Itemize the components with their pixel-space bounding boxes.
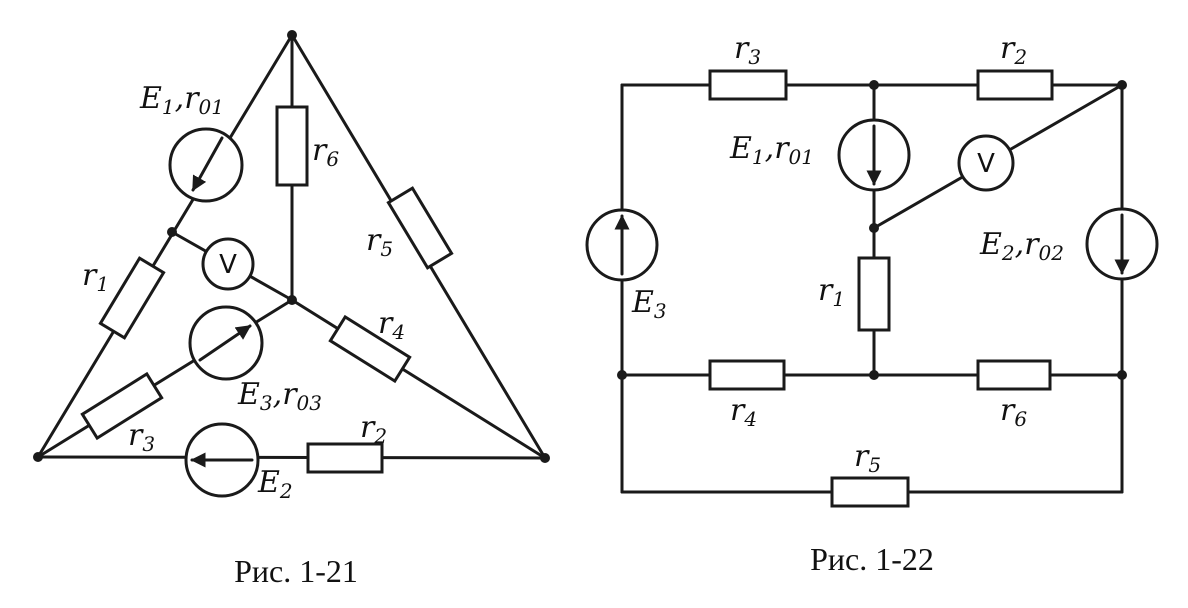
resistor-r6	[275, 105, 309, 187]
wire-top-left	[36, 33, 294, 459]
label-r3: r3	[128, 418, 155, 456]
voltmeter-label: V	[219, 250, 237, 280]
node-bottom-right	[540, 453, 550, 463]
label-r1: r1	[82, 258, 109, 296]
label-r5: r5	[366, 223, 393, 261]
resistor-r4	[708, 359, 786, 391]
label-r5: r5	[854, 439, 881, 477]
wire-bottom	[36, 455, 547, 460]
arrow-e1-icon	[191, 136, 224, 192]
label-e3: E3,r03	[237, 377, 322, 415]
node-mid-center	[869, 370, 879, 380]
node-voltmeter-junction	[869, 223, 879, 233]
node-top	[287, 30, 297, 40]
resistor-r1	[857, 256, 891, 332]
node-mid-right	[1117, 370, 1127, 380]
resistor-r3	[80, 371, 164, 441]
resistor-r4	[328, 314, 412, 384]
label-r3: r3	[734, 31, 761, 69]
resistor-r1	[98, 256, 166, 340]
label-r6: r6	[312, 133, 339, 171]
resistor-r3	[708, 69, 788, 101]
node-top-center	[869, 80, 879, 90]
caption-fig-1-22: Рис. 1-22	[810, 541, 934, 577]
label-e2: E2,r02	[979, 227, 1064, 265]
label-r4: r4	[378, 306, 405, 344]
node-bottom-left	[33, 452, 43, 462]
label-r4: r4	[730, 393, 757, 431]
node-left-mid	[167, 227, 177, 237]
label-r6: r6	[1000, 393, 1027, 431]
label-e1: E1,r01	[139, 81, 224, 119]
voltmeter-fig22	[957, 134, 1015, 192]
label-e2: E2	[257, 465, 293, 503]
resistor-r5	[386, 186, 454, 270]
node-center	[287, 295, 297, 305]
label-e3: E3	[631, 285, 667, 323]
caption-fig-1-21: Рис. 1-21	[234, 553, 358, 589]
label-r2: r2	[1000, 31, 1027, 69]
voltmeter-label: V	[977, 149, 995, 179]
resistor-r5	[830, 476, 910, 508]
resistor-r2	[976, 69, 1054, 101]
figure-1-22: V r3 r2 E1,r01 E2,r02 E3 r1 r4 r6 r5 Рис…	[585, 31, 1159, 577]
arrow-e3-icon	[198, 324, 252, 362]
node-top-right	[1117, 80, 1127, 90]
figure-1-21: V E1,r01 r6 r5 r1 r4 E3,r03 r3 r2 E2 Рис…	[33, 30, 550, 589]
resistor-r2	[306, 442, 384, 474]
label-r1: r1	[818, 273, 845, 311]
label-r2: r2	[360, 410, 387, 448]
voltmeter-fig21	[201, 237, 255, 291]
wire-r4-branch	[290, 298, 547, 460]
resistor-r6	[976, 359, 1052, 391]
label-e1: E1,r01	[729, 131, 814, 169]
node-mid-left	[617, 370, 627, 380]
